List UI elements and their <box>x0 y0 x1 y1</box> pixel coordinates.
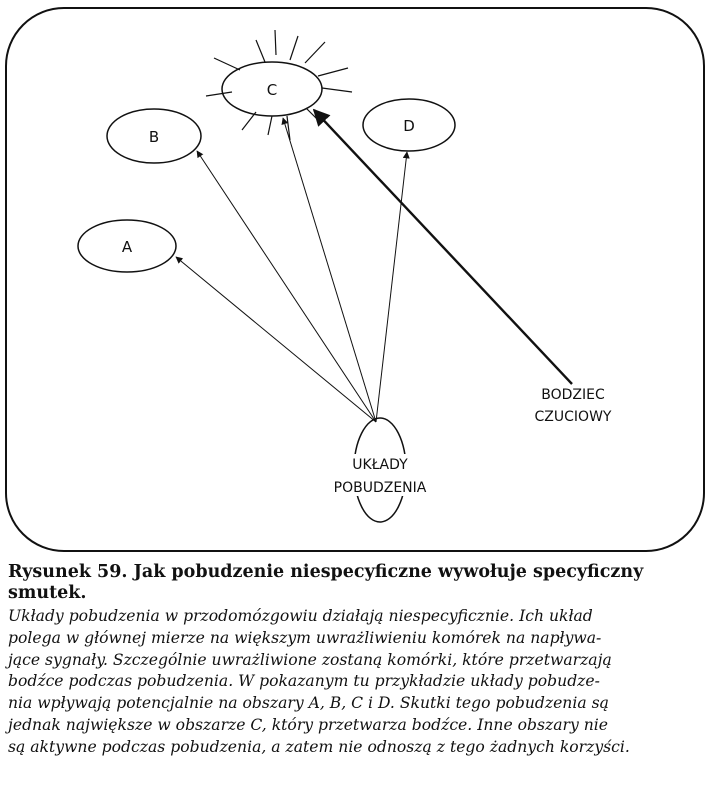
node-a-label: A <box>122 238 133 256</box>
arousal-label-line1: UKŁADY <box>352 457 408 473</box>
caption-line: nia wpływają potencjalnie na obszary A, … <box>8 694 609 713</box>
diagram: C B D A UKŁADY POBUDZENIA BODZIEC CZUCIO… <box>5 7 705 552</box>
caption-line: są aktywne podczas pobudzenia, a zatem n… <box>8 737 630 756</box>
node-arousal-systems: UKŁADY POBUDZENIA <box>334 417 427 523</box>
stimulus-label-line1: BODZIEC <box>541 387 605 403</box>
caption-body: Układy pobudzenia w przodomózgowiu dział… <box>8 606 708 759</box>
arousal-arrows <box>175 117 410 423</box>
caption-title-line: smutek. <box>8 583 87 603</box>
caption-line: jące sygnały. Szczególnie uwrażliwione z… <box>8 650 612 669</box>
arrow-arousal-to-b <box>196 150 377 423</box>
caption-title-line: Rysunek 59. Jak pobudzenie niespecyficzn… <box>8 562 644 582</box>
diagram-frame <box>5 7 705 552</box>
arrow-arousal-to-a <box>175 256 377 423</box>
stimulus-label-line2: CZUCIOWY <box>535 409 612 425</box>
arrow-arousal-to-d <box>375 151 410 423</box>
node-c: C <box>221 61 323 117</box>
caption-line: bodźce podczas pobudzenia. W pokazanym t… <box>8 672 600 691</box>
node-c-label: C <box>267 81 277 99</box>
node-a: A <box>77 219 177 273</box>
node-b: B <box>106 108 202 164</box>
caption-line: jednak największe w obszarze C, który pr… <box>8 715 608 734</box>
arrow-stimulus-to-c <box>312 108 573 385</box>
arousal-label-line2: POBUDZENIA <box>334 480 427 496</box>
node-b-label: B <box>149 128 159 146</box>
activation-rays <box>205 29 353 141</box>
figure-caption: Rysunek 59. Jak pobudzenie niespecyficzn… <box>8 562 708 759</box>
caption-title: Rysunek 59. Jak pobudzenie niespecyficzn… <box>8 562 708 604</box>
caption-line: polega w głównej mierze na większym uwra… <box>8 628 602 647</box>
arrow-arousal-to-c <box>281 117 377 423</box>
caption-line: Układy pobudzenia w przodomózgowiu dział… <box>8 607 593 625</box>
node-d-label: D <box>403 117 415 135</box>
node-d: D <box>362 98 456 152</box>
